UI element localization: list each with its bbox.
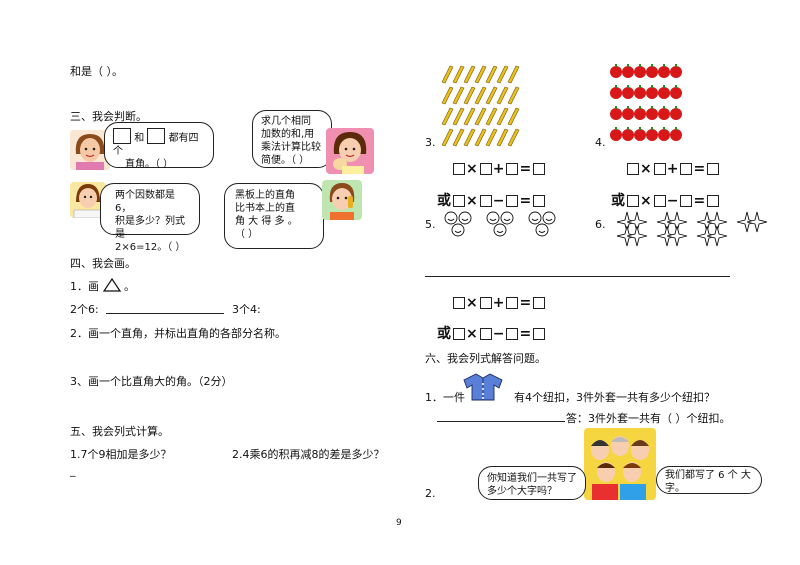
equation-mult-plus: ×+= bbox=[626, 161, 720, 177]
girl-avatar bbox=[326, 128, 374, 174]
square-icon bbox=[147, 128, 166, 144]
equation-mult-plus: ×+= bbox=[452, 161, 546, 177]
woman-avatar bbox=[70, 130, 110, 170]
judge-bubble-3: 两个因数都是6， 积是多少？列式是 2×6=12。（ ） bbox=[100, 183, 200, 253]
section-4-title: 四、我会画。 bbox=[70, 257, 136, 270]
bubble-line: 加数的和,用 bbox=[261, 129, 315, 140]
equation-mult-minus: 或×−= bbox=[611, 190, 720, 210]
bubble-line: 简便。（ ） bbox=[261, 155, 310, 166]
jacket-icon bbox=[463, 373, 503, 401]
smiley-group bbox=[444, 211, 556, 237]
bubble-line: 角 大 得 多 。 bbox=[235, 216, 298, 227]
bubble-line: 2×6=12。（ ） bbox=[115, 242, 186, 253]
section-5-title: 五、我会列式计算。 bbox=[70, 425, 169, 438]
draw-2-text: 2．画一个直角，并标出直角的各部分名称。 bbox=[70, 327, 286, 340]
family-illustration bbox=[584, 428, 656, 500]
four-label: 3个4: bbox=[232, 303, 261, 316]
question-2-bubble-a: 你知道我们一共写了 多少个大字吗？ bbox=[478, 466, 586, 500]
dash-mark: _ bbox=[70, 464, 76, 477]
star-group bbox=[617, 211, 768, 247]
pencil-group bbox=[441, 65, 520, 147]
judge-bubble-2: 求几个相同 加数的和,用 乘法计算比较 简便。（ ） bbox=[252, 110, 332, 168]
question-1-text: 有4个纽扣，3件外套一共有多少个纽扣？ bbox=[514, 391, 715, 404]
equation-mult-minus: 或×−= bbox=[437, 190, 546, 210]
apple-group bbox=[610, 64, 682, 141]
draw-3-text: 3、画一个比直角大的角。（2分） bbox=[70, 375, 233, 388]
calc-1-text: 1.7个9相加是多少？ bbox=[70, 448, 172, 461]
bubble-line: 积是多少？列式是 bbox=[115, 216, 185, 240]
divider-line bbox=[425, 276, 730, 277]
bubble-line: 多少个大字吗？ bbox=[487, 486, 557, 497]
bubble-line: 乘法计算比较 bbox=[261, 142, 321, 153]
bubble-line: （ ） bbox=[235, 229, 259, 240]
section-6-title: 六、我会列式解答问题。 bbox=[425, 352, 546, 365]
question-2-label: 2. bbox=[425, 487, 436, 500]
and-text: 和 bbox=[134, 133, 145, 144]
question-1-prefix: 1．一件 bbox=[425, 391, 465, 404]
item-4-label: 4. bbox=[595, 136, 606, 149]
question-2-bubble-b: 我们都写了 6 个 大 字。 bbox=[656, 466, 762, 494]
bubble-line: 黑板上的直角 bbox=[235, 190, 295, 201]
draw-1-label: 1．画 。 bbox=[70, 277, 135, 293]
bubble-line: 你知道我们一共写了 bbox=[487, 473, 577, 484]
answer-line[interactable] bbox=[437, 421, 565, 422]
top-line: 和是（ ）。 bbox=[70, 65, 123, 78]
six-label: 2个6: bbox=[70, 303, 99, 316]
item-5-label: 5. bbox=[425, 218, 436, 231]
equation-mult-minus: 或×−= bbox=[437, 323, 546, 343]
bubble-line: 我们都写了 6 个 大 bbox=[665, 470, 751, 481]
boy-writing-avatar bbox=[70, 182, 106, 218]
boy-phone-avatar bbox=[322, 180, 362, 220]
answer-line[interactable] bbox=[106, 313, 224, 314]
judge-bubble-4: 黑板上的直角 比书本上的直 角 大 得 多 。 （ ） bbox=[224, 183, 324, 249]
bubble-line: 求几个相同 bbox=[261, 116, 311, 127]
bubble-line: 比书本上的直 bbox=[235, 203, 295, 214]
page-number: 9 bbox=[396, 518, 402, 528]
bubble-text: 直角。（ ） bbox=[125, 159, 174, 170]
bubble-line: 字。 bbox=[665, 483, 685, 494]
bubble-line: 两个因数都是6， bbox=[115, 190, 175, 214]
calc-2-text: 2.4乘6的积再减8的差是多少？ bbox=[232, 448, 385, 461]
square-icon bbox=[113, 128, 131, 144]
bubble-text: 都有四个 bbox=[113, 133, 199, 157]
judge-bubble-1: 和 都有四个 直角。（ ） bbox=[104, 122, 214, 170]
section-3-title: 三、我会判断。 bbox=[70, 110, 147, 123]
item-3-label: 3. bbox=[425, 136, 436, 149]
question-1-answer: 答：3件外套一共有（ ）个纽扣。 bbox=[566, 412, 731, 425]
triangle-icon bbox=[102, 277, 121, 292]
equation-mult-plus: ×+= bbox=[452, 295, 546, 311]
item-6-label: 6. bbox=[595, 218, 606, 231]
